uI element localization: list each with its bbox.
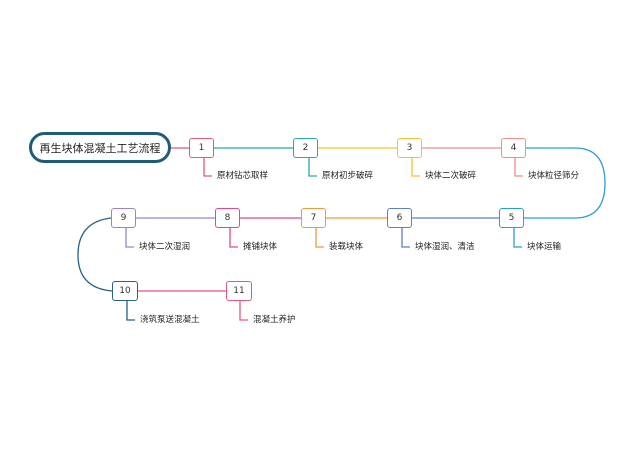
step-node-6[interactable]: 6 bbox=[387, 208, 412, 228]
step-number: 9 bbox=[120, 213, 127, 223]
flow-title: 再生块体混凝土工艺流程 bbox=[29, 132, 171, 163]
label-bracket-9 bbox=[125, 228, 134, 248]
step-node-9[interactable]: 9 bbox=[111, 208, 136, 228]
label-bracket-2 bbox=[308, 158, 317, 177]
step-node-7[interactable]: 7 bbox=[301, 208, 326, 228]
step-number: 4 bbox=[510, 143, 517, 153]
step-number: 5 bbox=[508, 213, 515, 223]
step-node-1[interactable]: 1 bbox=[189, 138, 214, 158]
step-node-5[interactable]: 5 bbox=[499, 208, 524, 228]
label-bracket-7 bbox=[315, 228, 324, 248]
step-node-8[interactable]: 8 bbox=[215, 208, 240, 228]
step-label-10: 浇筑泵送混凝土 bbox=[140, 315, 200, 325]
label-bracket-4 bbox=[514, 158, 523, 177]
label-bracket-6 bbox=[401, 228, 410, 248]
step-number: 8 bbox=[224, 213, 231, 223]
step-number: 3 bbox=[406, 143, 413, 153]
label-bracket-8 bbox=[229, 228, 238, 248]
label-bracket-10 bbox=[126, 301, 135, 321]
step-label-5: 块体运输 bbox=[527, 242, 562, 252]
step-label-8: 摊铺块体 bbox=[243, 242, 278, 252]
step-label-7: 装载块体 bbox=[329, 242, 364, 252]
connector-9-10 bbox=[77, 217, 113, 292]
step-number: 1 bbox=[198, 143, 205, 153]
step-node-10[interactable]: 10 bbox=[112, 281, 138, 301]
step-node-11[interactable]: 11 bbox=[226, 281, 252, 301]
step-number: 6 bbox=[396, 213, 403, 223]
label-bracket-3 bbox=[411, 158, 420, 177]
label-bracket-5 bbox=[513, 228, 522, 248]
step-label-11: 混凝土养护 bbox=[253, 315, 296, 325]
step-number: 2 bbox=[302, 143, 309, 153]
label-bracket-11 bbox=[239, 301, 248, 321]
connector-4-5 bbox=[523, 147, 606, 219]
step-label-1: 原材钻芯取样 bbox=[217, 171, 269, 181]
step-number: 7 bbox=[310, 213, 317, 223]
step-label-9: 块体二次湿润 bbox=[139, 242, 191, 252]
step-number: 10 bbox=[119, 286, 131, 296]
step-label-6: 块体湿润、清洁 bbox=[415, 242, 475, 252]
label-bracket-1 bbox=[203, 158, 212, 177]
step-node-2[interactable]: 2 bbox=[293, 138, 318, 158]
step-number: 11 bbox=[233, 286, 245, 296]
step-node-3[interactable]: 3 bbox=[397, 138, 422, 158]
step-label-4: 块体粒径筛分 bbox=[528, 171, 580, 181]
step-label-3: 块体二次破碎 bbox=[425, 171, 477, 181]
step-label-2: 原材初步破碎 bbox=[322, 171, 374, 181]
step-node-4[interactable]: 4 bbox=[501, 138, 526, 158]
